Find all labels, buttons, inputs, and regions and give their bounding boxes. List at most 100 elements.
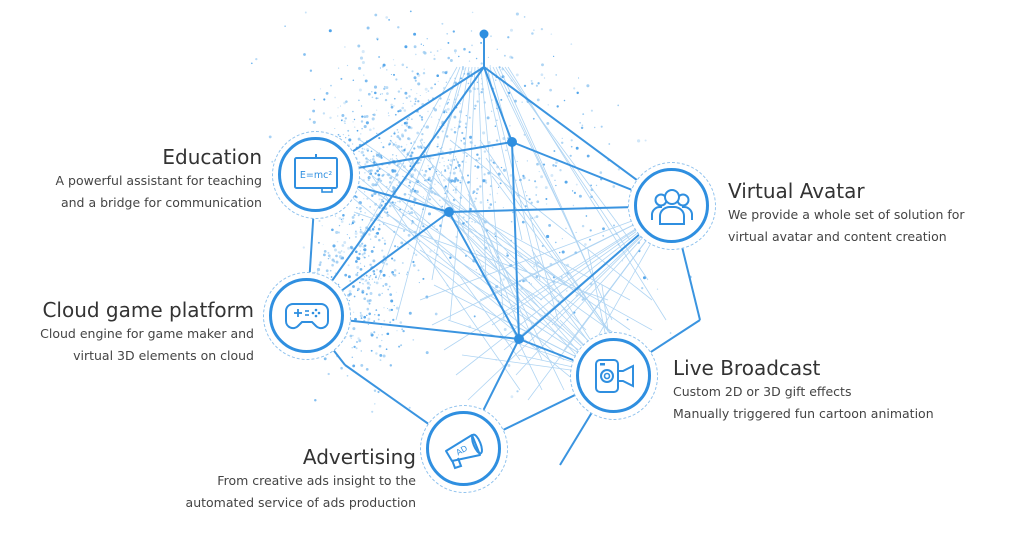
particle-dot: [412, 260, 415, 264]
particle-dot: [656, 288, 659, 290]
particle-dot: [343, 120, 346, 123]
particle-dot: [389, 176, 393, 180]
particle-dot: [408, 184, 410, 187]
particle-dot: [401, 63, 405, 67]
particle-dot: [480, 82, 483, 85]
particle-dot: [363, 297, 367, 301]
particle-dot: [371, 96, 374, 99]
particle-dot: [454, 177, 458, 181]
particle-dot: [509, 174, 513, 177]
particle-dot: [368, 177, 370, 179]
particle-dot: [397, 200, 399, 203]
particle-dot: [400, 145, 403, 148]
particle-dot: [396, 184, 399, 187]
particle-dot: [441, 205, 444, 208]
particle-dot: [393, 105, 395, 107]
particle-dot: [403, 148, 406, 152]
particle-dot: [515, 12, 519, 16]
particle-dot: [398, 165, 400, 168]
particle-dot: [419, 158, 422, 162]
particle-dot: [376, 39, 379, 41]
particle-dot: [565, 227, 567, 230]
particle-dot: [381, 237, 384, 239]
particle-dot: [400, 344, 403, 347]
particle-dot: [401, 261, 404, 265]
particle-dot: [585, 215, 588, 217]
particle-dot: [304, 11, 307, 14]
particle-dot: [350, 247, 353, 250]
particle-dot: [476, 87, 479, 90]
particle-dot: [490, 110, 493, 112]
particle-dot: [341, 244, 345, 247]
particle-dot: [446, 107, 450, 111]
particle-dot: [335, 230, 339, 234]
particle-dot: [449, 147, 452, 151]
particle-dot: [386, 332, 390, 336]
particle-dot: [359, 56, 364, 60]
particle-dot: [408, 116, 410, 119]
particle-dot: [430, 51, 432, 53]
particle-dot: [303, 53, 306, 56]
particle-dot: [358, 161, 361, 164]
live-broadcast-node[interactable]: [570, 332, 658, 420]
particle-dot: [337, 115, 339, 117]
particle-dot: [472, 236, 474, 238]
particle-dot: [335, 215, 337, 217]
particle-dot: [397, 26, 400, 29]
particle-dot: [437, 80, 439, 82]
thin-edge-line: [480, 66, 505, 321]
particle-dot: [376, 268, 378, 271]
particle-dot: [576, 91, 579, 95]
particle-dot: [363, 315, 367, 319]
advertising-node[interactable]: AD: [420, 405, 508, 493]
particle-dot: [368, 312, 371, 316]
particle-dot: [384, 98, 388, 102]
particle-dot: [452, 198, 456, 202]
particle-dot: [599, 171, 603, 174]
particle-dot: [432, 157, 434, 160]
particle-dot: [361, 242, 364, 245]
particle-dot: [385, 86, 389, 90]
particle-dot: [346, 234, 348, 236]
particle-dot: [308, 118, 312, 121]
particle-dot: [371, 91, 373, 93]
particle-dot: [325, 92, 329, 95]
particle-dot: [575, 231, 577, 233]
particle-dot: [363, 197, 365, 200]
blackboard-formula: E=mc²: [299, 170, 331, 181]
particle-dot: [510, 220, 513, 223]
particle-dot: [414, 79, 417, 82]
particle-dot: [373, 320, 376, 323]
virtual-avatar-node[interactable]: [628, 162, 716, 250]
particle-dot: [586, 154, 590, 158]
particle-dot: [540, 27, 544, 31]
particle-dot: [561, 250, 565, 254]
particle-dot: [312, 120, 316, 124]
particle-dot: [375, 97, 378, 100]
particle-dot: [353, 295, 356, 298]
education-node[interactable]: E=mc²: [272, 131, 360, 219]
particle-dot: [375, 275, 377, 277]
particle-dot: [376, 169, 379, 173]
particle-dot: [392, 185, 394, 188]
particle-dot: [339, 135, 341, 138]
particle-dot: [353, 126, 356, 128]
thin-edge-line: [473, 211, 587, 301]
particle-dot: [434, 312, 438, 316]
particle-dot: [581, 224, 585, 228]
particle-dot: [506, 252, 508, 254]
particle-dot: [395, 155, 398, 157]
particle-dot: [370, 249, 374, 253]
particle-dot: [469, 217, 471, 219]
particle-dot: [389, 364, 393, 367]
particle-dot: [375, 152, 378, 155]
particle-dot: [395, 141, 397, 143]
particle-dot: [322, 243, 324, 245]
particle-dot: [364, 211, 367, 214]
advertising-node-circle: AD: [426, 411, 501, 486]
particle-dot: [363, 275, 366, 278]
particle-dot: [447, 101, 450, 104]
cloud-game-node[interactable]: [263, 272, 351, 360]
particle-dot: [341, 256, 345, 260]
particle-dot: [452, 171, 456, 175]
